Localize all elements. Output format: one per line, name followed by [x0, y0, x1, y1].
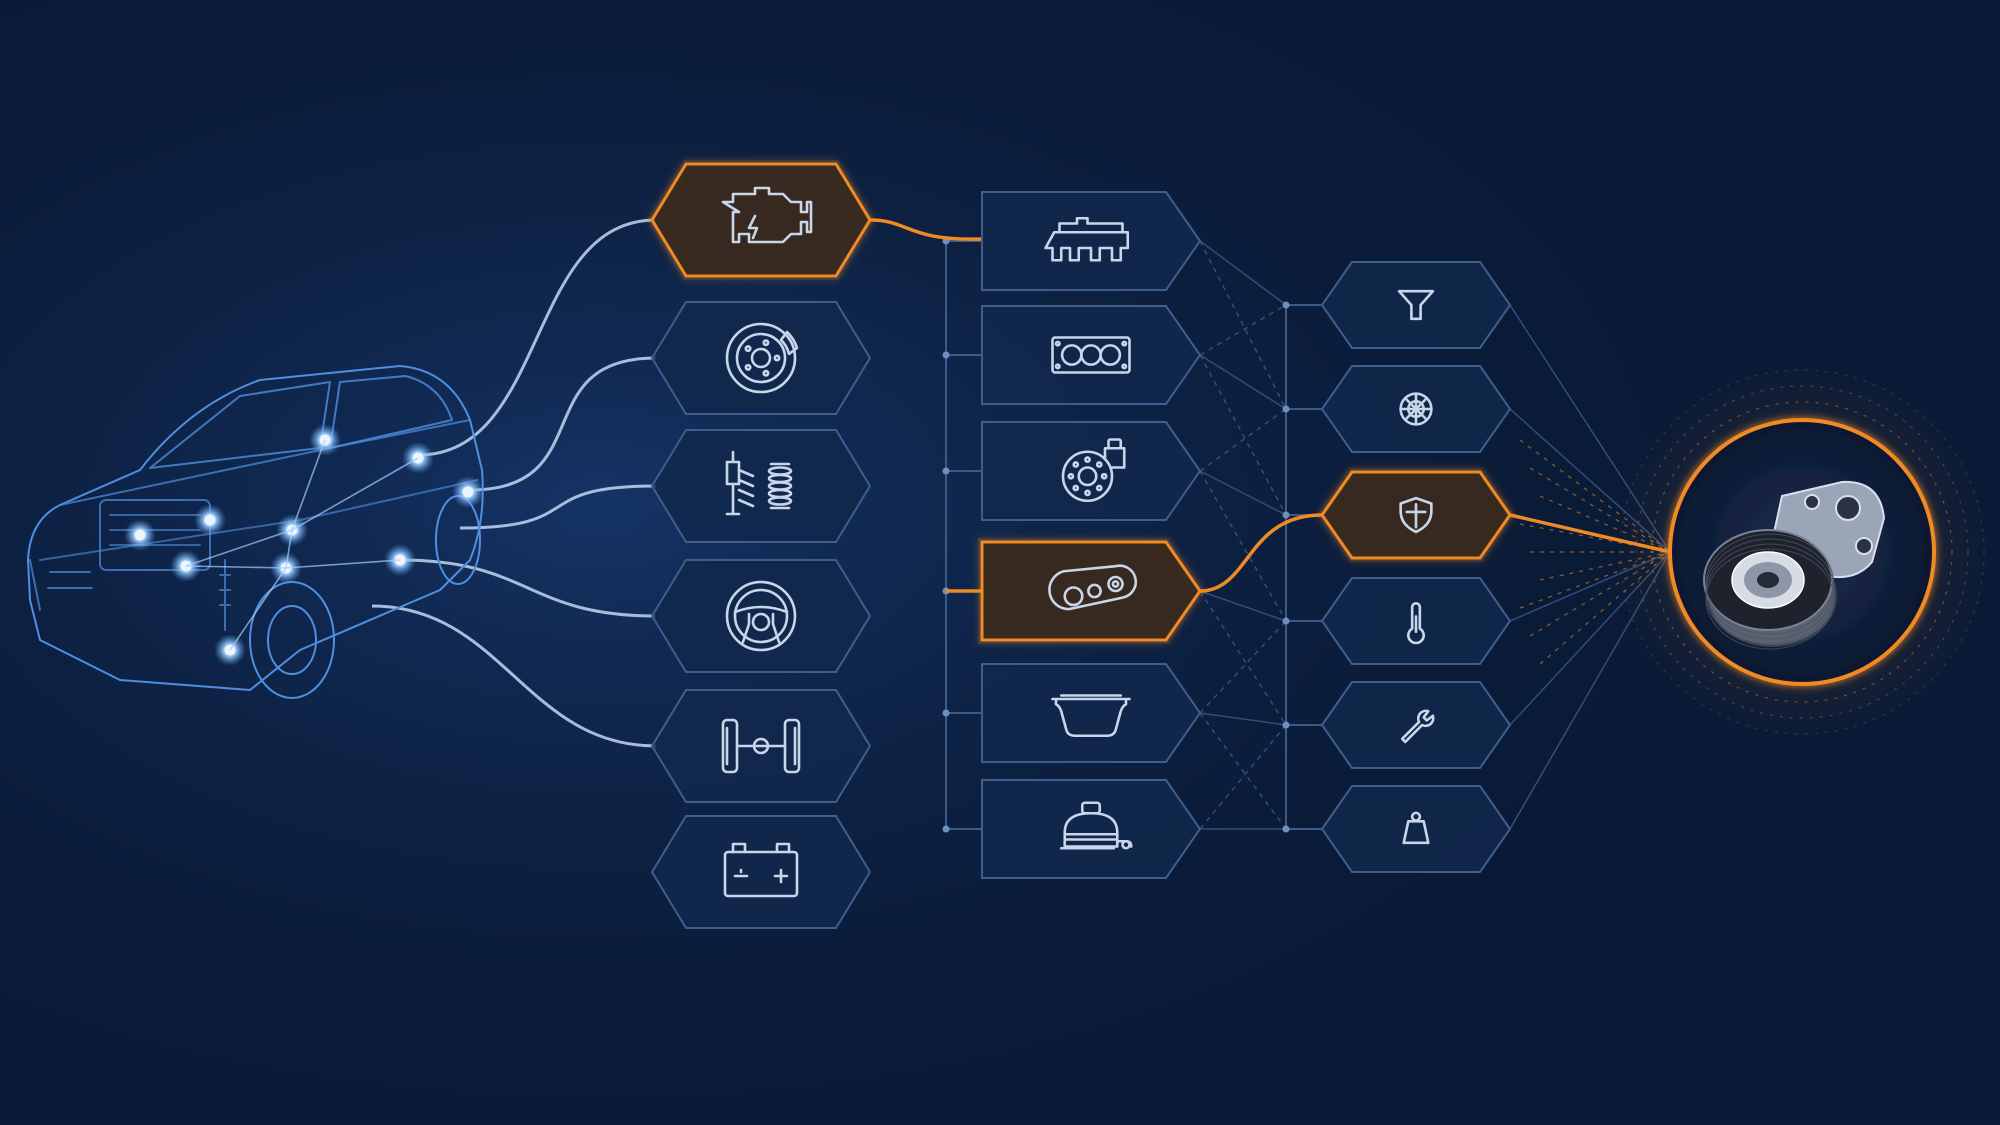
result-part: [1612, 362, 1992, 742]
subsystem-attribute-link: [1199, 354, 1287, 516]
system-column: [647, 160, 875, 929]
subsystem-attribute-link: [1199, 620, 1287, 714]
vehicle-hotspot[interactable]: [462, 486, 474, 498]
result-halo-ring: [1619, 369, 1985, 735]
bus-junction: [1282, 721, 1290, 729]
system-node-brake-disc[interactable]: [650, 301, 872, 415]
attribute-node-shield[interactable]: [1317, 468, 1515, 562]
attribute-node-filter[interactable]: [1320, 261, 1512, 349]
bus-junction: [1282, 301, 1290, 309]
subsystem-node-turbocharger[interactable]: [981, 421, 1202, 521]
system-node-axle[interactable]: [650, 689, 872, 803]
subsystem-attribute-link: [1199, 470, 1287, 622]
subsystem-attribute-link: [1199, 408, 1287, 472]
focus-ray: [1539, 495, 1671, 553]
system-node-suspension[interactable]: [650, 429, 872, 543]
oil-pan-icon: [1051, 694, 1131, 738]
system-node-battery[interactable]: [650, 815, 872, 929]
car-to-system-connector: [417, 218, 657, 457]
attribute-node-mesh-disc[interactable]: [1320, 365, 1512, 453]
connector-lines: [371, 218, 1671, 833]
wrench-icon: [1400, 709, 1435, 744]
attribute-column: [1317, 261, 1515, 873]
hotspot-link: [185, 565, 287, 569]
subsystem-attribute-link: [1199, 712, 1287, 830]
subsystem-attribute-link: [1199, 304, 1287, 356]
bus-junction: [942, 351, 950, 359]
attribute-node-thermometer[interactable]: [1320, 577, 1512, 665]
hotspot-link: [285, 559, 401, 569]
subsystem-attribute-link: [1199, 240, 1287, 410]
bus-junction: [942, 825, 950, 833]
head-gasket-icon: [1051, 336, 1131, 374]
subsystem-attribute-link: [1199, 470, 1287, 516]
bus-junction: [1282, 617, 1290, 625]
highlight-connector: [869, 218, 983, 241]
hotspot-link: [285, 529, 293, 569]
hotspot-link: [229, 567, 287, 651]
steering-wheel-icon: [725, 580, 797, 652]
subsystem-attribute-link: [1199, 240, 1287, 306]
thermometer-icon: [1407, 602, 1425, 645]
shield-icon: [1399, 496, 1433, 534]
car-to-system-connector: [371, 604, 657, 748]
filter-icon: [1397, 289, 1435, 321]
focus-ray: [1529, 467, 1671, 553]
subsystem-column: [978, 191, 1205, 879]
subsystem-node-belt-drive[interactable]: [978, 538, 1205, 644]
bus-junction: [1282, 405, 1290, 413]
weight-icon: [1402, 811, 1430, 845]
suspension-icon: [725, 450, 793, 516]
subsystem-attribute-link: [1199, 712, 1287, 726]
axle-icon: [721, 718, 801, 774]
vehicle-hotspot[interactable]: [204, 514, 216, 526]
result-halo-ring: [1635, 385, 1969, 719]
engine-mount-icon: [1059, 801, 1133, 850]
subsystem-node-cylinder-head[interactable]: [981, 191, 1202, 291]
bus-junction: [1282, 511, 1290, 519]
cylinder-head-icon: [1044, 216, 1130, 262]
subsystem-attribute-link: [1199, 590, 1287, 726]
battery-icon: [723, 842, 799, 898]
mesh-disc-icon: [1399, 392, 1433, 426]
car-to-system-connector: [399, 558, 657, 618]
subsystem-node-oil-pan[interactable]: [981, 663, 1202, 763]
bus-junction: [942, 467, 950, 475]
engine-icon: [721, 186, 813, 244]
system-node-steering-wheel[interactable]: [650, 559, 872, 673]
hotspot-link: [185, 529, 293, 567]
subsystem-attribute-link: [1199, 590, 1287, 622]
system-node-engine[interactable]: [647, 160, 875, 280]
bus-junction: [1282, 825, 1290, 833]
focus-ray: [1519, 439, 1671, 553]
brake-disc-icon: [725, 322, 799, 394]
car-to-system-connector: [469, 356, 657, 492]
subsystem-attribute-link: [1199, 354, 1287, 410]
subsystem-attribute-link: [1199, 724, 1287, 830]
belt-tensioner-pulley-icon: [1703, 480, 1886, 650]
car-to-system-connector: [459, 484, 657, 530]
attribute-node-weight[interactable]: [1320, 785, 1512, 873]
vehicle-hotspot[interactable]: [134, 529, 146, 541]
subsystem-node-head-gasket[interactable]: [981, 305, 1202, 405]
hotspot-link: [291, 457, 419, 531]
focus-ray: [1529, 551, 1671, 637]
belt-drive-icon: [1048, 564, 1138, 611]
car-wireframe-icon: [27, 365, 484, 699]
result-halo-ring: [1651, 401, 1953, 703]
attribute-node-wrench[interactable]: [1320, 681, 1512, 769]
bus-junction: [942, 709, 950, 717]
subsystem-node-engine-mount[interactable]: [981, 779, 1202, 879]
turbocharger-icon: [1061, 438, 1126, 503]
highlight-connector: [1199, 513, 1323, 593]
hotspot-link: [291, 439, 326, 531]
